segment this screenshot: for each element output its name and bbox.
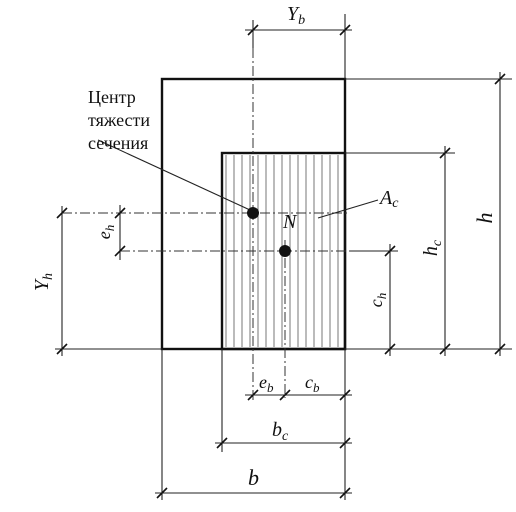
b-tick-left — [156, 487, 168, 499]
hc-tick-bottom — [439, 343, 451, 355]
label-b: b — [248, 465, 259, 490]
yh-tick-top — [56, 207, 68, 219]
ch-tick-bottom — [384, 343, 396, 355]
label-eb: eb — [259, 372, 274, 395]
ac-leader-line — [317, 199, 379, 219]
label-h: h — [472, 213, 497, 224]
label-eh: eh — [94, 225, 117, 240]
label-n: N — [282, 211, 298, 233]
eb-cb-tick-middle — [279, 389, 291, 401]
label-ac: Ac — [378, 187, 399, 211]
yh-tick-bottom — [56, 343, 68, 355]
bc-tick-left — [216, 437, 228, 449]
label-hc: hc — [420, 239, 445, 256]
centroid-leader-line — [97, 139, 251, 211]
ch-tick-top — [384, 245, 396, 257]
label-bc: bc — [272, 419, 289, 444]
label-yh: Yh — [31, 273, 56, 291]
h-tick-top — [494, 73, 506, 85]
eb-tick-left — [247, 389, 259, 401]
label-ch: ch — [366, 293, 389, 308]
hc-tick-top — [439, 147, 451, 159]
caption-line-1: Центр — [88, 87, 136, 107]
label-yb: Yb — [287, 3, 305, 28]
h-tick-bottom — [494, 343, 506, 355]
caption-line-2: тяжести — [88, 110, 150, 130]
eh-tick-top — [114, 207, 126, 219]
bc-tick-right — [339, 437, 351, 449]
caption-line-3: сечения — [88, 133, 148, 153]
eh-tick-bottom — [114, 245, 126, 257]
label-cb: cb — [305, 372, 320, 395]
section-centroid-point — [247, 207, 259, 219]
yb-tick-left — [247, 24, 259, 36]
cb-tick-right — [339, 389, 351, 401]
b-tick-right — [339, 487, 351, 499]
force-point-n — [279, 245, 291, 257]
yb-tick-right — [339, 24, 351, 36]
